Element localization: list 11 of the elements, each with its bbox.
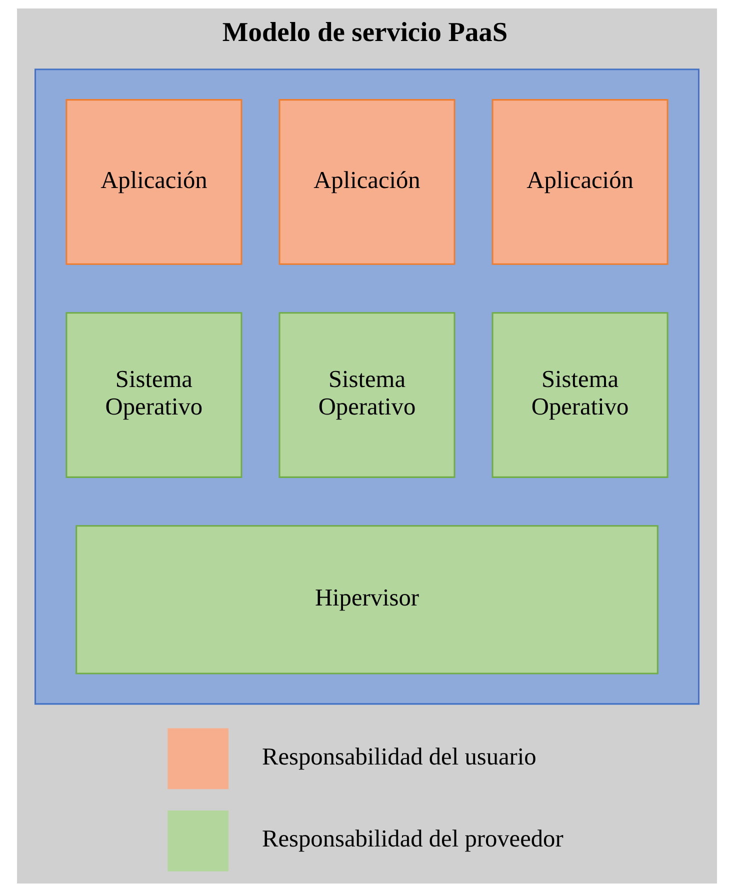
node-box: Sistema Operativo xyxy=(278,312,455,478)
node-box: Aplicación xyxy=(491,99,668,265)
node-box: Hipervisor xyxy=(75,525,658,674)
node-box: Sistema Operativo xyxy=(491,312,668,478)
legend-label: Responsabilidad del usuario xyxy=(262,744,536,770)
node-box: Aplicación xyxy=(65,99,242,265)
legend-label: Responsabilidad del proveedor xyxy=(262,826,563,853)
cluster xyxy=(34,68,699,705)
node-box: Sistema Operativo xyxy=(65,312,242,478)
diagram-title: Modelo de servicio PaaS xyxy=(222,17,508,48)
node-box: Aplicación xyxy=(278,99,455,265)
